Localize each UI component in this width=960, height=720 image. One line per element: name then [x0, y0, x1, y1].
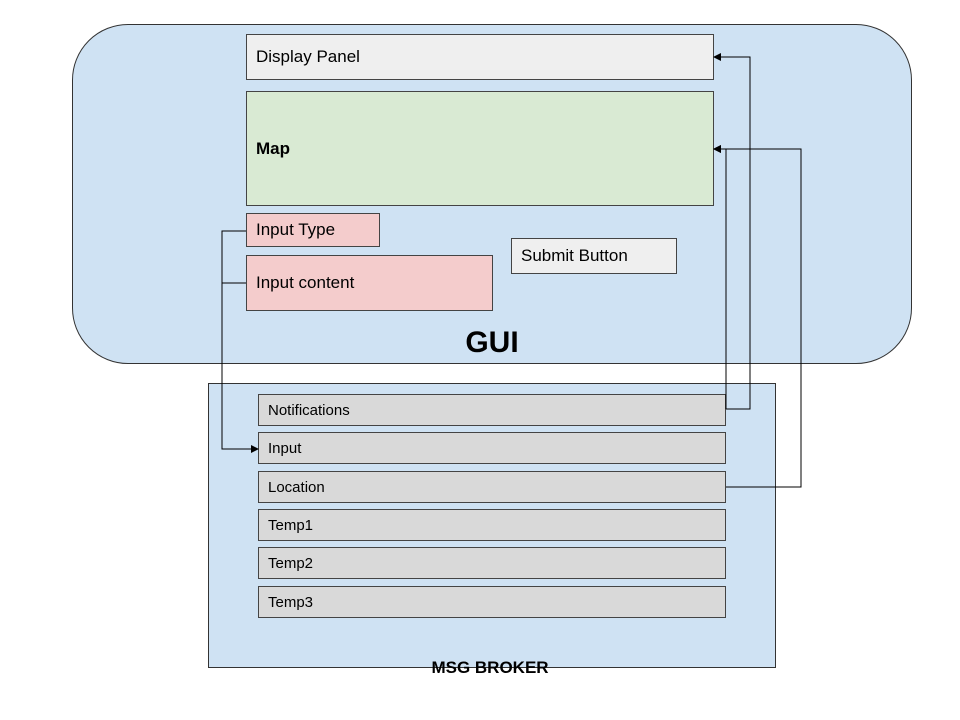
- topic-label: Temp3: [268, 593, 314, 611]
- topic-location: Location: [258, 471, 726, 503]
- input-type-field[interactable]: Input Type: [246, 213, 380, 247]
- gui-title: GUI: [465, 326, 519, 359]
- msg-broker-title: MSG BROKER: [431, 658, 549, 677]
- input-content-field[interactable]: Input content: [246, 255, 493, 311]
- topic-temp3: Temp3: [258, 586, 726, 618]
- topic-temp1: Temp1: [258, 509, 726, 541]
- map-panel: Map: [246, 91, 714, 206]
- topic-label: Temp2: [268, 554, 314, 572]
- location-to-map-arrow: [713, 145, 802, 488]
- topic-label: Temp1: [268, 516, 314, 534]
- submit-button-label: Submit Button: [521, 246, 628, 265]
- topic-temp2: Temp2: [258, 547, 726, 579]
- map-label: Map: [256, 138, 290, 158]
- topic-label: Location: [268, 478, 325, 496]
- input-type-to-input-arrow: [221, 230, 259, 453]
- input-type-label: Input Type: [256, 220, 336, 239]
- notifications-to-map-arrow: [713, 145, 727, 409]
- topic-input: Input: [258, 432, 726, 464]
- submit-button[interactable]: Submit Button: [511, 238, 677, 274]
- display-panel-label: Display Panel: [256, 47, 360, 66]
- input-content-label: Input content: [256, 273, 355, 292]
- topic-label: Notifications: [268, 401, 350, 419]
- notifications-to-display-arrow: [713, 53, 751, 410]
- topic-notifications: Notifications: [258, 394, 726, 426]
- display-panel: Display Panel: [246, 34, 714, 80]
- topic-label: Input: [268, 439, 302, 457]
